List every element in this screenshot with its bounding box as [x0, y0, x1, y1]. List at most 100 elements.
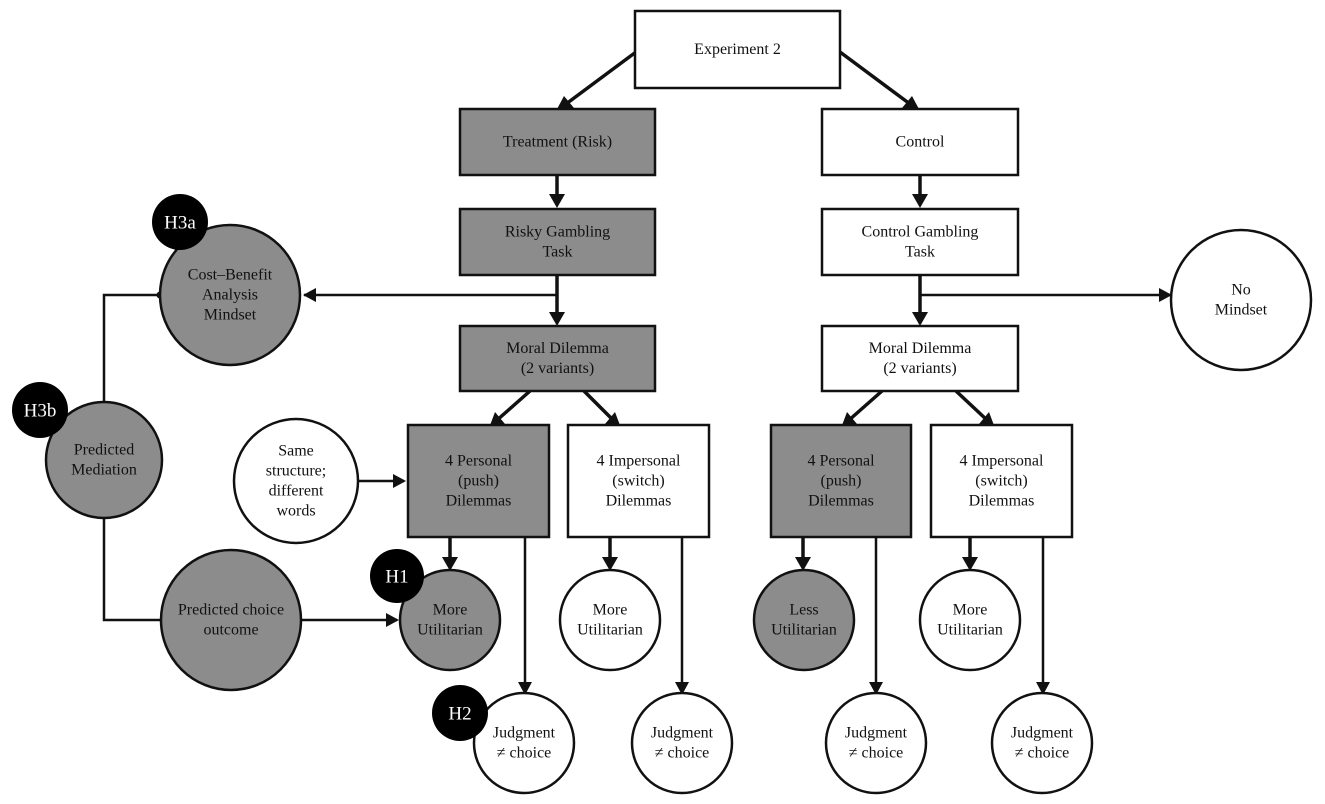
- node-label-line: Control Gambling: [862, 224, 979, 241]
- node-impersonal-t: 4 Impersonal(switch)Dilemmas: [566, 423, 711, 539]
- node-label-line: Experiment 2: [694, 41, 781, 58]
- arrowheads: [156, 96, 1172, 695]
- node-label-line: words: [276, 503, 315, 520]
- node-control: Control: [820, 107, 1020, 177]
- node-label-line: Mindset: [1215, 302, 1268, 319]
- node-label-line: Mediation: [71, 462, 137, 479]
- arrow-moral-t-to-personal-t: [494, 389, 532, 423]
- badge-label: H3b: [24, 401, 57, 422]
- node-label-line: 4 Impersonal: [597, 453, 682, 470]
- node-predicted-choice: Predicted choice outcome: [159, 548, 303, 692]
- node-label-line: Dilemmas: [808, 493, 874, 510]
- node-box: [458, 324, 657, 393]
- node-label-line: Utilitarian: [577, 622, 643, 639]
- node-label-line: Judgment: [493, 725, 556, 742]
- node-label-line: Utilitarian: [771, 622, 837, 639]
- node-box: [633, 9, 842, 90]
- arrowhead-less-util: [795, 557, 811, 571]
- hypothesis-badge-h3b: H3b: [12, 382, 68, 438]
- hypothesis-badge-h2: H2: [432, 685, 488, 741]
- node-label-line: ≠ choice: [497, 745, 552, 762]
- arrowhead-control: [902, 96, 920, 111]
- arrowhead-cost-benefit: [303, 288, 316, 302]
- node-box: [769, 423, 913, 539]
- hypothesis-badge-h1: H1: [370, 549, 424, 603]
- node-label-line: Moral Dilemma: [869, 340, 972, 357]
- node-label-line: Same: [278, 443, 314, 460]
- node-label-line: Dilemmas: [446, 493, 512, 510]
- node-treatment: Treatment (Risk): [458, 107, 657, 177]
- node-label-line: 4 Personal: [445, 453, 513, 470]
- node-circle: [158, 223, 302, 367]
- badge-label: H1: [385, 567, 408, 588]
- node-judgment-4: Judgment≠ choice: [990, 691, 1094, 795]
- node-circle: [44, 400, 164, 520]
- node-label-line: Dilemmas: [969, 493, 1035, 510]
- node-label-line: ≠ choice: [655, 745, 710, 762]
- node-label-line: Task: [905, 244, 935, 261]
- node-label-line: Task: [543, 244, 573, 261]
- arrowhead-control-task: [912, 194, 928, 208]
- node-circle: [558, 568, 662, 672]
- hypothesis-badge-h3a: H3a: [152, 194, 208, 250]
- node-label-line: (push): [458, 473, 499, 490]
- node-label-line: 4 Impersonal: [960, 453, 1045, 470]
- node-label-line: outcome: [203, 622, 258, 639]
- node-label-line: structure;: [266, 463, 326, 480]
- node-circle: [159, 548, 303, 692]
- node-box: [820, 324, 1020, 393]
- arrowhead-more-util-2: [602, 557, 618, 571]
- node-personal-c: 4 Personal(push)Dilemmas: [769, 423, 913, 539]
- node-label-line: More: [593, 602, 628, 619]
- mediation-line-bottom: [102, 518, 160, 622]
- arrowhead-more-util-1-left: [386, 613, 399, 627]
- node-label-line: Predicted choice: [178, 602, 284, 619]
- node-circle: [1169, 228, 1313, 372]
- node-label-line: No: [1231, 282, 1251, 299]
- node-label-line: Less: [789, 602, 818, 619]
- node-label-line: Dilemmas: [606, 493, 672, 510]
- arrowhead-risky-task: [549, 194, 565, 208]
- node-same-structure: Same structure; different words: [232, 417, 360, 545]
- node-box: [458, 107, 657, 177]
- node-label-line: Predicted: [74, 442, 134, 459]
- node-circle: [918, 568, 1022, 672]
- mediation-line-top: [102, 293, 158, 404]
- node-box: [820, 107, 1020, 177]
- node-circle: [472, 691, 576, 795]
- node-box: [458, 207, 657, 277]
- node-box: [406, 423, 551, 539]
- node-label-line: (2 variants): [883, 360, 956, 377]
- node-judgment-2: Judgment≠ choice: [630, 691, 734, 795]
- node-label-line: different: [269, 483, 324, 500]
- node-personal-t: 4 Personal (push) Dilemmas: [406, 423, 551, 539]
- node-moral-t: Moral Dilemma(2 variants): [458, 324, 657, 393]
- node-circle: [752, 568, 856, 672]
- arrowhead-moral-t: [549, 312, 565, 326]
- node-label-line: Control: [896, 134, 945, 151]
- badge-circle: [12, 382, 68, 438]
- arrow-moral-c-to-personal-c: [846, 389, 884, 423]
- node-label-line: Judgment: [845, 725, 908, 742]
- badge-circle: [432, 685, 488, 741]
- arrowhead-judgment-3: [869, 682, 883, 695]
- node-circle: [630, 691, 734, 795]
- node-judgment-1: Judgment ≠ choice: [472, 691, 576, 795]
- node-label-line: Cost–Benefit: [188, 267, 273, 284]
- node-box: [820, 207, 1020, 277]
- node-label-line: Utilitarian: [417, 622, 483, 639]
- arrow-experiment-to-control: [838, 50, 912, 106]
- node-circle: [824, 691, 928, 795]
- node-label-line: ≠ choice: [1015, 745, 1070, 762]
- node-box: [929, 423, 1074, 539]
- node-label-line: Risky Gambling: [505, 224, 610, 241]
- node-label-line: Moral Dilemma: [506, 340, 609, 357]
- node-label-line: Utilitarian: [937, 622, 1003, 639]
- node-label-line: (push): [821, 473, 862, 490]
- node-circle: [232, 417, 360, 545]
